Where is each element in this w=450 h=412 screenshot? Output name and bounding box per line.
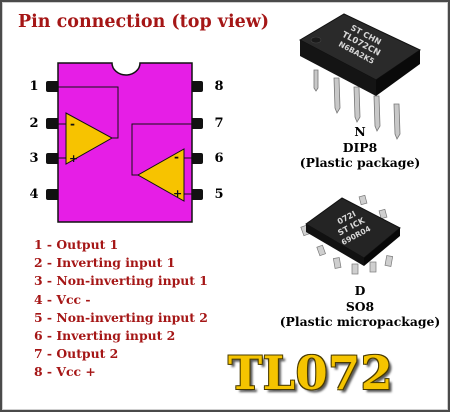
so8-name: SO8: [345, 298, 375, 314]
so8-caption: D SO8 (Plastic micropackage): [270, 283, 450, 330]
pin-label-1: 1: [29, 79, 39, 94]
pin-description-2: 2 - Inverting input 1: [34, 255, 176, 271]
pin-label-5: 5: [214, 187, 224, 202]
pin-2-lead: [46, 118, 60, 129]
pin-description-1: 1 - Output 1: [34, 237, 119, 252]
pin-description-8: 8 - Vcc +: [34, 364, 96, 380]
opamp-2-triangle: [136, 148, 185, 202]
amp1-output-wire: [58, 86, 119, 139]
dip8-description: (Plastic package): [299, 155, 421, 170]
pin-3-lead: [46, 153, 60, 164]
dip8-name: DIP8: [342, 139, 378, 155]
amp2-output-wire: [131, 123, 192, 176]
pin-label-2: 2: [29, 116, 39, 131]
so8-letter: D: [354, 283, 366, 298]
pin-label-7: 7: [214, 116, 224, 131]
pin-label-4: 4: [29, 187, 39, 202]
amp2-plus-sign: +: [173, 187, 182, 200]
pin-4-lead: [46, 189, 60, 200]
pin-label-3: 3: [29, 151, 39, 166]
pin-description-3: 3 - Non-inverting input 1: [34, 273, 208, 289]
amp1-plus-sign: +: [69, 152, 78, 165]
amp2-minus-sign: -: [174, 150, 179, 164]
dip8-package-image: ST CHN TL072CN N6BA2K5: [298, 13, 422, 140]
pin-description-5: 5 - Non-inverting input 2: [34, 309, 208, 325]
part-number: TL072: [228, 346, 394, 400]
diagram-title: Pin connection (top view): [18, 12, 270, 32]
pin-1-lead: [46, 81, 60, 92]
dip8-caption: N DIP8 (Plastic package): [280, 124, 440, 171]
pin-description-4: 4 - Vcc -: [34, 291, 91, 307]
pin-description-list: 1 - Output 1 2 - Inverting input 1 3 - N…: [34, 236, 208, 382]
pin-label-8: 8: [214, 79, 224, 94]
amp1-minus-sign: -: [70, 117, 75, 131]
so8-package-image: 072I ST ICK 690R04: [300, 194, 401, 275]
opamp-1-triangle: [65, 112, 114, 165]
pin-description-6: 6 - Inverting input 2: [34, 328, 176, 344]
pin-label-6: 6: [214, 151, 224, 166]
dip8-letter: N: [354, 124, 366, 139]
so8-description: (Plastic micropackage): [279, 314, 441, 329]
pin-description-7: 7 - Output 2: [34, 346, 119, 362]
